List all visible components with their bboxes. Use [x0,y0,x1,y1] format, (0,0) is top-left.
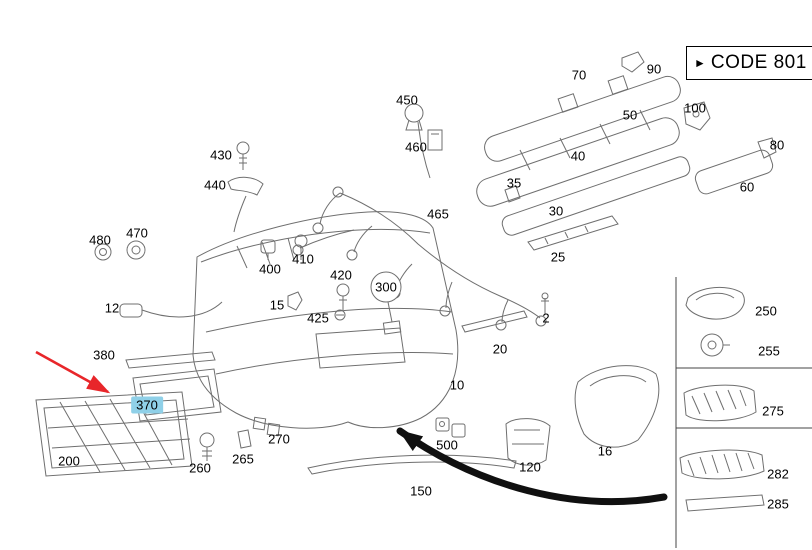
clip-265-drawing [237,429,252,449]
code-label: CODE 801 [710,52,807,73]
part-label-25[interactable]: 25 [550,249,566,265]
fog-cover-250-drawing [685,286,745,320]
part-label-16[interactable]: 16 [597,443,613,459]
part-label-285[interactable]: 285 [767,496,789,512]
part-label-470[interactable]: 470 [126,225,148,241]
strip-20-drawing [461,310,528,333]
part-label-200[interactable]: 200 [58,453,80,469]
part-label-90[interactable]: 90 [646,61,662,77]
bumper-cover-drawing [192,195,459,429]
part-label-2[interactable]: 2 [542,310,550,326]
part-label-70[interactable]: 70 [571,67,587,83]
bracket-500-drawing [435,417,466,438]
impact-absorber-drawings [476,75,774,236]
part-label-300[interactable]: 300 [370,271,402,303]
part-label-40[interactable]: 40 [570,148,586,164]
part-label-425[interactable]: 425 [307,310,329,326]
part-label-410[interactable]: 410 [292,251,314,267]
chrome-strip-282-drawing [679,449,765,480]
grille-275-drawing [683,384,757,422]
black-pointer-arrow [396,427,668,506]
part-label-20[interactable]: 20 [492,341,508,357]
part-label-15[interactable]: 15 [269,297,285,313]
bracket-80-drawing [757,137,777,159]
nut-270-drawing [252,416,281,437]
spoiler-150-drawing [307,454,517,475]
clip-460-drawing [427,129,443,151]
sensor-470-drawing [126,240,146,260]
bolt-430-drawing [236,141,250,170]
part-label-400[interactable]: 400 [259,261,281,277]
bolt-260-drawing [199,432,215,461]
towhook-cap-255-drawing [700,333,730,357]
plate-bracket-380-drawing [125,351,216,369]
part-label-250[interactable]: 250 [755,303,777,319]
bracket-90-drawing [621,51,645,73]
sensor-400-drawing [260,239,276,260]
part-label-275[interactable]: 275 [762,403,784,419]
part-label-80[interactable]: 80 [769,137,785,153]
code-reference[interactable]: ► CODE 801 [686,46,812,80]
part-label-30[interactable]: 30 [548,203,564,219]
part-label-430[interactable]: 430 [210,147,232,163]
bracket-15-drawing [287,291,303,311]
part-label-480[interactable]: 480 [89,232,111,248]
bolt-420-drawing [336,283,350,310]
towhook-cover-12-drawing [119,301,223,318]
part-label-370-selected[interactable]: 370 [131,396,163,414]
part-label-450[interactable]: 450 [396,92,418,108]
sensor-ring-480-drawing [94,243,112,261]
screw-2-drawing [541,292,549,314]
screw-410-drawing [294,234,308,260]
part-label-380[interactable]: 380 [93,347,115,363]
bracket-120-drawing [505,418,551,466]
bracket-25-drawing [527,215,619,251]
part-label-282[interactable]: 282 [767,466,789,482]
part-label-60[interactable]: 60 [739,179,755,195]
part-label-500[interactable]: 500 [436,437,458,453]
circle-300-leader [382,301,402,335]
part-label-12[interactable]: 12 [104,300,120,316]
strip-285-drawing [685,494,765,512]
bracket-35-drawing [504,185,521,203]
code-arrow-icon: ► [694,56,706,70]
part-label-10[interactable]: 10 [449,377,465,393]
part-label-465[interactable]: 465 [427,206,449,222]
part-label-270[interactable]: 270 [268,431,290,447]
bracket-100-drawing [683,101,711,131]
part-label-255[interactable]: 255 [758,343,780,359]
wheel-liner-16-drawing [574,365,660,448]
part-label-420[interactable]: 420 [330,267,352,283]
part-label-35[interactable]: 35 [506,175,522,191]
part-label-120[interactable]: 120 [519,459,541,475]
bracket-440-drawing [227,176,264,196]
screw-425-drawing [334,309,346,321]
part-label-150[interactable]: 150 [410,483,432,499]
red-pointer-arrow [35,350,111,394]
bulb-450-drawing [404,103,424,131]
part-label-50[interactable]: 50 [622,107,638,123]
part-label-440[interactable]: 440 [204,177,226,193]
side-panel-dividers [675,277,812,548]
part-label-100[interactable]: 100 [684,100,706,116]
part-label-265[interactable]: 265 [232,451,254,467]
part-label-460[interactable]: 460 [405,139,427,155]
part-label-260[interactable]: 260 [189,460,211,476]
